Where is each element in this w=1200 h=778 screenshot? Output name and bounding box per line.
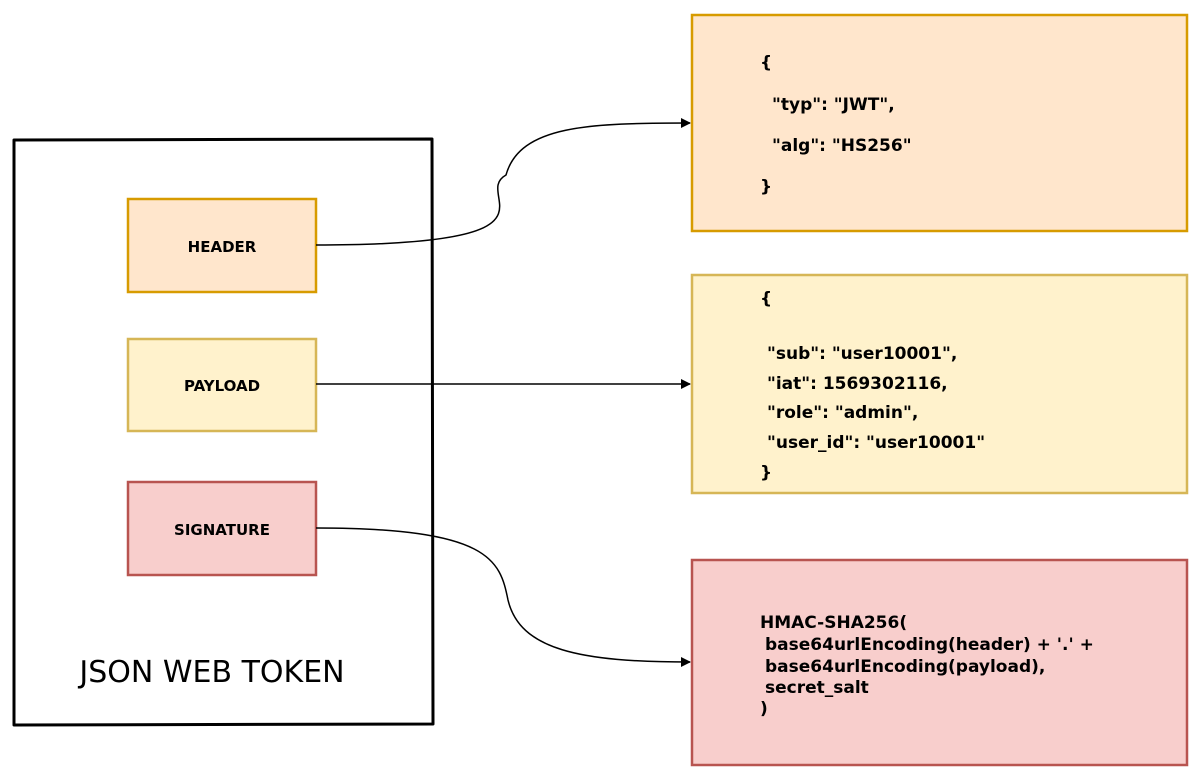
header-code-line: } — [760, 177, 772, 197]
signature-detail-code: HMAC-SHA256( base64urlEncoding(header) +… — [760, 613, 1094, 719]
signature-code-line: HMAC-SHA256( — [760, 613, 907, 633]
signature-part-box — [126, 480, 318, 577]
header-part: HEADER — [126, 197, 318, 294]
payload-part-label: PAYLOAD — [184, 377, 260, 395]
header-detail-code: { "typ": "JWT", "alg": "HS256" } — [760, 53, 912, 197]
payload-code-line: } — [760, 463, 772, 483]
signature-part-label: SIGNATURE — [174, 521, 270, 539]
signature-part: SIGNATURE — [126, 480, 318, 577]
container-title: JSON WEB TOKEN — [77, 655, 344, 690]
signature-detail: HMAC-SHA256( base64urlEncoding(header) +… — [690, 558, 1189, 767]
signature-code-line: ) — [760, 699, 768, 719]
payload-code-line: "sub": "user10001", — [767, 344, 957, 364]
payload-code-line: "user_id": "user10001" — [767, 433, 985, 453]
payload-detail-code: { "sub": "user10001", "iat": 1569302116,… — [760, 289, 985, 483]
payload-part-box — [126, 337, 318, 433]
signature-code-line: secret_salt — [765, 678, 869, 698]
payload-part: PAYLOAD — [126, 337, 318, 433]
payload-code-line: "role": "admin", — [767, 403, 918, 423]
header-detail-box — [690, 13, 1189, 233]
payload-code-line: "iat": 1569302116, — [767, 374, 948, 394]
header-code-line: { — [760, 53, 772, 73]
payload-detail: { "sub": "user10001", "iat": 1569302116,… — [690, 273, 1189, 495]
signature-detail-box — [690, 558, 1189, 767]
header-connector-arrow — [315, 118, 691, 246]
signature-code-line: base64urlEncoding(payload), — [765, 657, 1045, 677]
header-part-box — [126, 197, 318, 294]
signature-code-line: base64urlEncoding(header) + '.' + — [765, 635, 1094, 655]
header-part-label: HEADER — [188, 238, 257, 256]
header-detail: { "typ": "JWT", "alg": "HS256" } — [690, 13, 1189, 233]
signature-connector-arrow — [315, 527, 691, 667]
payload-detail-box — [690, 273, 1189, 495]
header-code-line: "typ": "JWT", — [772, 95, 895, 115]
header-code-line: "alg": "HS256" — [772, 136, 912, 156]
payload-code-line: { — [760, 289, 772, 309]
